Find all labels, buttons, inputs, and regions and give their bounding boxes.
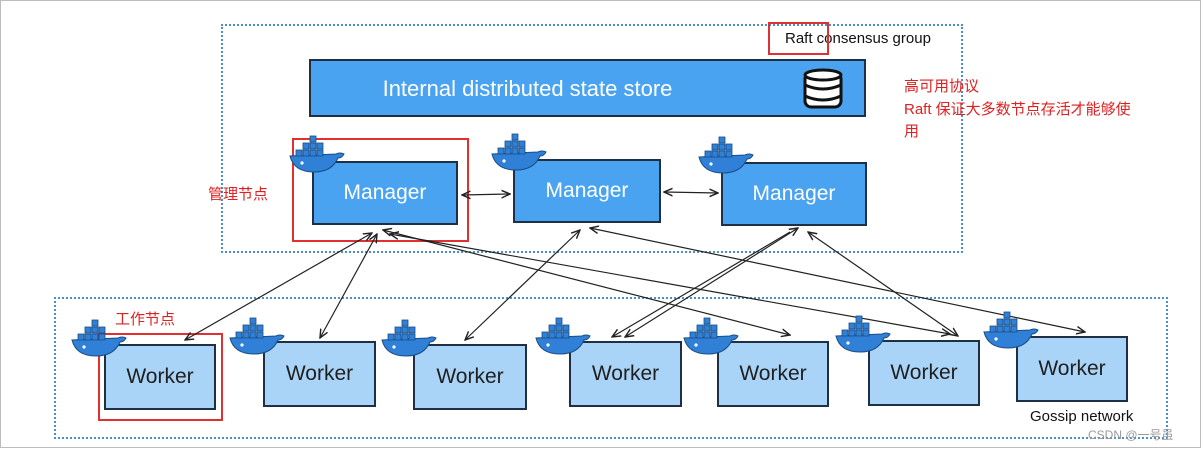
- worker-node-5: Worker: [717, 341, 829, 407]
- docker-whale-icon: [698, 136, 754, 174]
- arrow-manager2-worker3: [465, 230, 580, 340]
- manager-label: Manager: [752, 182, 836, 205]
- worker-node-2: Worker: [263, 341, 376, 407]
- manager-node-2: Manager: [513, 159, 661, 223]
- ha-protocol-annotation-line3: 用: [904, 123, 920, 140]
- worker-node-6: Worker: [868, 340, 980, 406]
- ha-protocol-annotation-line1: 高可用协议: [904, 78, 980, 95]
- worker-node-3: Worker: [413, 344, 527, 410]
- state-store-label: Internal distributed state store: [382, 76, 673, 101]
- arrow-manager1-manager2: [462, 194, 510, 195]
- gossip-network-label: Gossip network: [1030, 408, 1134, 425]
- worker-node-annotation: 工作节点: [115, 311, 176, 328]
- docker-whale-icon: [71, 319, 127, 357]
- state-store: Internal distributed state store: [309, 59, 866, 117]
- arrow-manager3-worker4b: [612, 231, 791, 337]
- arrow-manager3-worker4: [625, 228, 798, 337]
- docker-whale-icon: [381, 319, 437, 357]
- worker-label: Worker: [285, 362, 354, 385]
- worker-label: Worker: [436, 365, 504, 388]
- worker-label: Worker: [126, 365, 194, 388]
- worker-node-1: Worker: [104, 344, 216, 410]
- database-icon: [803, 68, 843, 109]
- worker-label: Worker: [1038, 357, 1106, 380]
- manager-label: Manager: [343, 181, 427, 204]
- worker-node-7: Worker: [1016, 336, 1128, 402]
- worker-node-4: Worker: [569, 341, 682, 407]
- docker-whale-icon: [683, 317, 739, 355]
- docker-whale-icon: [983, 311, 1039, 349]
- worker-label: Worker: [890, 361, 958, 384]
- docker-whale-icon: [289, 135, 345, 173]
- watermark: CSDN @一号虽: [1088, 428, 1174, 442]
- raft-group-label: Raft consensus group: [785, 30, 931, 47]
- docker-whale-icon: [835, 315, 891, 353]
- docker-whale-icon: [535, 317, 591, 355]
- manager-node-annotation: 管理节点: [208, 186, 269, 203]
- manager-node-1: Manager: [312, 161, 458, 225]
- manager-node-3: Manager: [721, 162, 867, 226]
- worker-highlight-box: [98, 333, 223, 421]
- docker-whale-icon: [491, 133, 547, 171]
- worker-label: Worker: [739, 362, 807, 385]
- manager-label: Manager: [545, 179, 629, 202]
- arrow-manager1-worker2: [320, 234, 377, 338]
- ha-protocol-annotation-line2: Raft 保证大多数节点存活才能够使: [904, 101, 1131, 118]
- docker-whale-icon: [229, 317, 285, 355]
- raft-highlight-box: [768, 22, 829, 55]
- arrow-manager3-worker6: [808, 232, 958, 336]
- arrow-manager2-manager3: [664, 192, 718, 193]
- worker-label: Worker: [591, 362, 660, 385]
